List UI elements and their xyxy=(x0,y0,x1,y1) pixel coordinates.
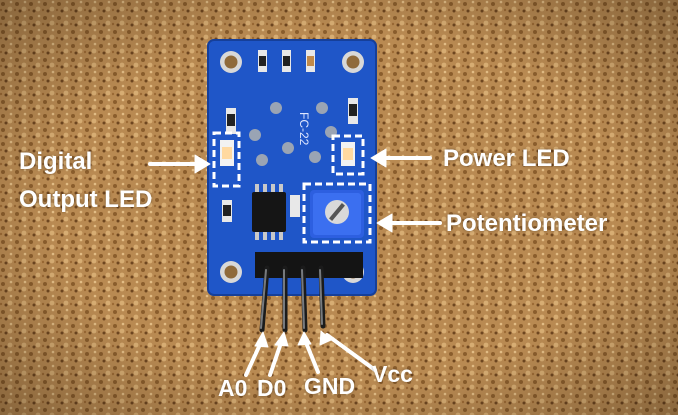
power-led-arrow xyxy=(370,148,432,168)
pin-vcc-label: Vcc xyxy=(372,361,413,387)
power-led-label: Power LED xyxy=(443,145,570,172)
pin-a0-label: A0 xyxy=(218,375,248,401)
sensor-board: FC-22 xyxy=(207,39,377,296)
pin-gnd-label: GND xyxy=(304,373,356,399)
digital-output-arrow xyxy=(148,154,211,174)
pin-pointer-heads xyxy=(254,330,332,348)
potentiometer-highlight xyxy=(302,182,372,244)
digital-output-label-line1: Digital xyxy=(19,148,93,175)
comparator-chip xyxy=(252,184,286,240)
pin-d0-label: D0 xyxy=(257,375,287,401)
potentiometer xyxy=(310,190,364,238)
digital-output-label-line2: Output LED xyxy=(19,186,153,213)
digital-output-led-highlight xyxy=(212,131,241,188)
pin-header xyxy=(255,252,363,278)
potentiometer-label: Potentiometer xyxy=(446,210,608,237)
potentiometer-arrow xyxy=(376,213,442,233)
board-silkscreen: FC-22 xyxy=(297,112,311,146)
power-led-highlight xyxy=(331,134,365,176)
